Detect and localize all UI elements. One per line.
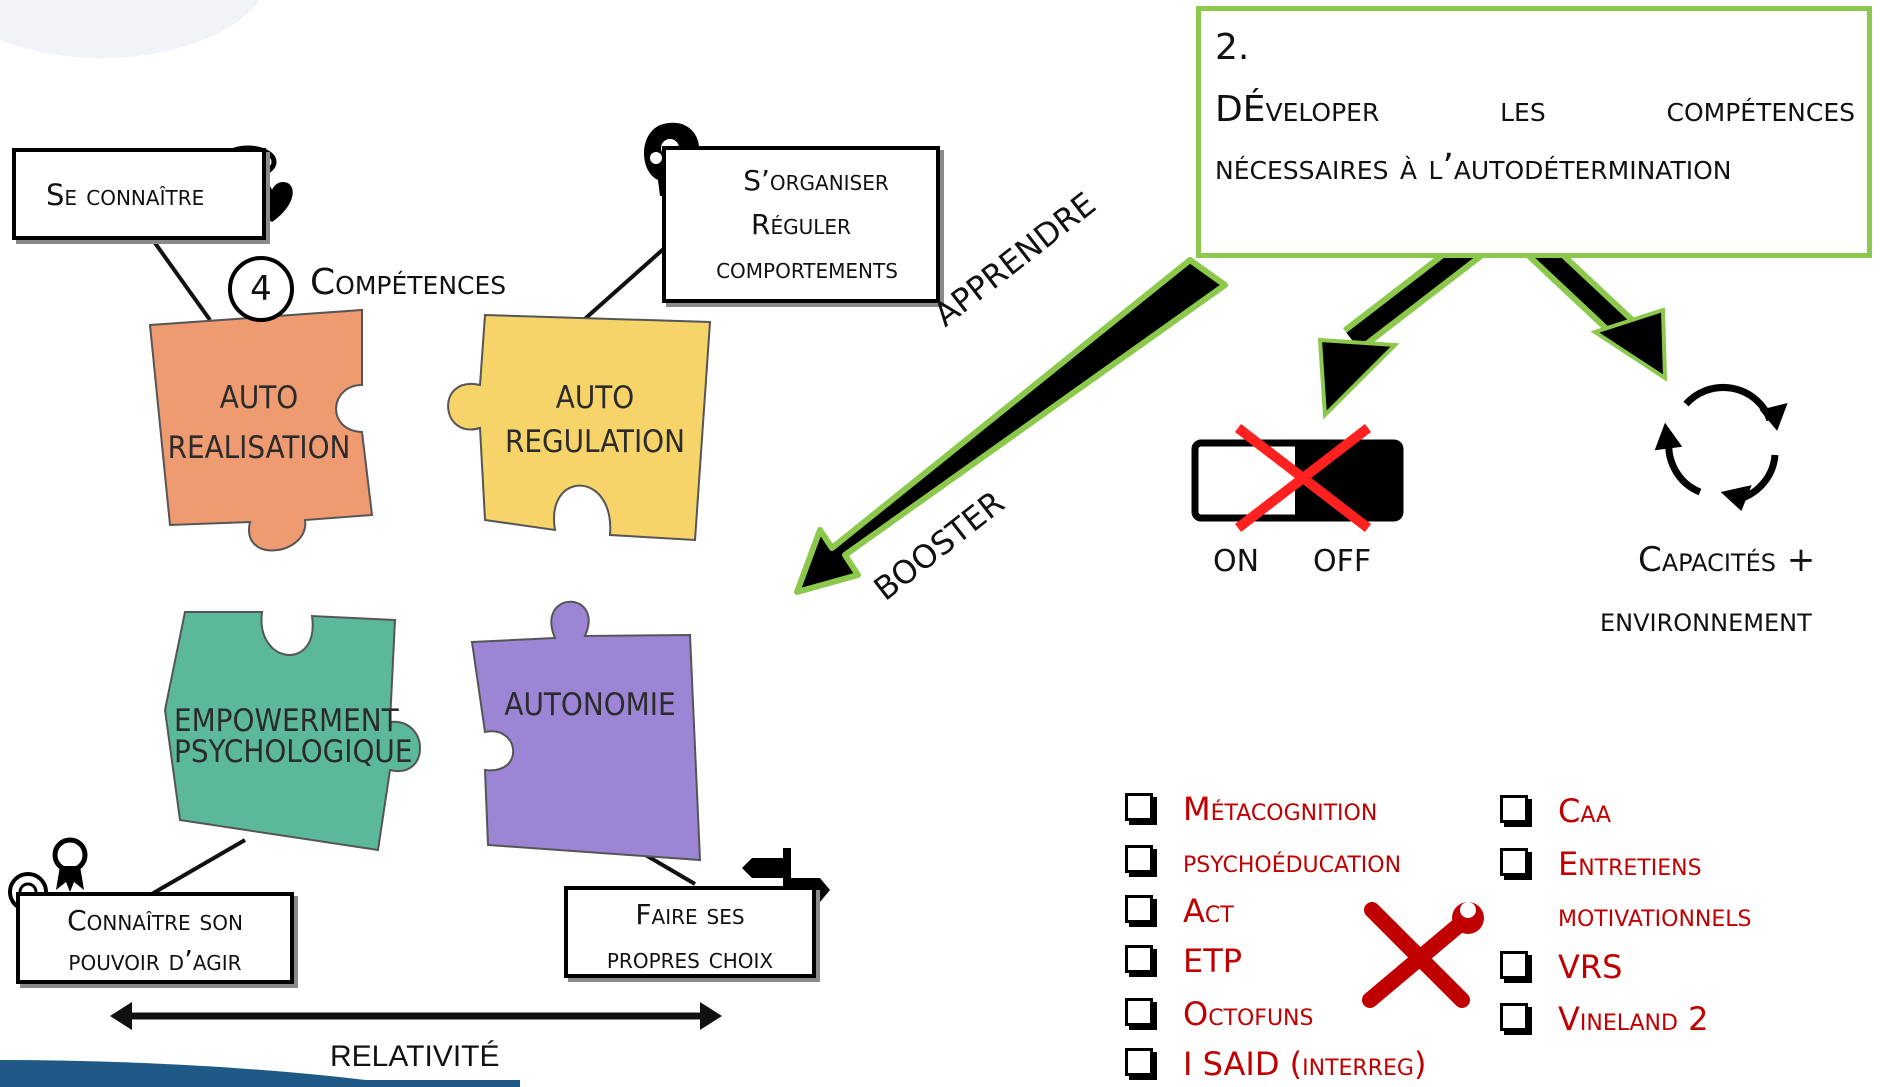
tools-icon <box>1362 902 1484 1008</box>
cycle-arrows-icon <box>1654 384 1788 512</box>
checkbox-icon <box>1125 845 1153 873</box>
checkbox-icon <box>1125 945 1153 973</box>
relativite-label: RELATIVITÉ <box>330 1040 500 1073</box>
autonomie-label: AUTONOMIE <box>504 687 676 723</box>
tool-label: VRS <box>1558 948 1623 986</box>
auto-regulation-label: AUTO REGULATION <box>495 378 695 463</box>
green-box-line1-word2: les <box>1500 89 1546 130</box>
auto-realisation-line2: REALISATION <box>167 430 351 467</box>
choix-line2: propres choix <box>606 942 774 975</box>
connaitre-line2: pouvoir d’agir <box>68 944 242 977</box>
faire-choix-box: Faire ses propres choix <box>564 886 816 978</box>
tool-label: Métacognition <box>1183 790 1378 828</box>
tool-label: Caa <box>1558 792 1612 830</box>
se-connaitre-label: Se connaître <box>46 178 205 212</box>
tool-item-caa: Caa <box>1500 792 1611 830</box>
checkbox-icon <box>1500 1003 1528 1031</box>
competences-number: 4 <box>250 269 272 309</box>
se-connaitre-box: Se connaître <box>12 148 266 240</box>
tool-item-psychoeducation: psychoéducation <box>1125 842 1401 880</box>
checkbox-icon <box>1500 951 1528 979</box>
switch-on-label: ON <box>1213 544 1260 579</box>
tool-label: motivationnels <box>1558 896 1752 934</box>
organiser-line1: S’organiser <box>743 164 889 197</box>
switch-off-label: OFF <box>1313 544 1372 579</box>
on-off-switch-icon <box>1191 424 1404 532</box>
checkbox-icon <box>1125 793 1153 821</box>
corner-decoration <box>0 0 260 59</box>
tool-item-vrs: VRS <box>1500 948 1622 986</box>
connaitre-pouvoir-box: Connaître son pouvoir d’agir <box>16 892 294 984</box>
competences-number-circle: 4 <box>228 256 294 322</box>
checkbox-icon <box>1125 895 1153 923</box>
organiser-box: S’organiser Réguler comportements <box>662 146 940 303</box>
auto-realisation-line1: AUTO <box>219 380 299 416</box>
puzzle-auto-regulation <box>447 313 712 542</box>
tool-label: Act <box>1183 892 1234 930</box>
tool-label: Entretiens <box>1558 845 1702 883</box>
empowerment-label: EMPOWERMENT PSYCHOLOGIQUE <box>174 703 413 770</box>
tool-label: Octofuns <box>1183 995 1314 1033</box>
auto-regulation-line2: REGULATION <box>505 424 685 461</box>
tool-label: Vineland 2 <box>1558 1000 1709 1038</box>
green-box-line1: DÉveloper les compétences <box>1215 89 1855 130</box>
green-box-line1-word1: DÉveloper <box>1215 89 1380 130</box>
empowerment-line2: PSYCHOLOGIQUE <box>174 734 413 770</box>
checkbox-icon <box>1125 1048 1153 1076</box>
puzzle-empowerment <box>163 611 421 852</box>
tool-item-isaid: I SAID (interreg) <box>1125 1045 1426 1083</box>
capacites-line2: environnement <box>1600 600 1812 640</box>
tool-item-metacognition: Métacognition <box>1125 790 1377 828</box>
checkbox-icon <box>1500 795 1528 823</box>
tool-item-octofuns: Octofuns <box>1125 995 1313 1033</box>
auto-realisation-label: AUTO REALISATION <box>160 378 358 469</box>
connaitre-line1: Connaître son <box>67 904 243 937</box>
green-box-line1-word3: compétences <box>1666 89 1855 130</box>
developper-competences-box: 2. DÉveloper les compétences nécessaires… <box>1196 6 1872 258</box>
relativite-double-arrow <box>110 1002 722 1030</box>
tool-item-entretiens: Entretiens <box>1500 845 1702 883</box>
puzzle-autonomie <box>470 600 702 862</box>
capacites-line1: Capacités + <box>1638 540 1816 580</box>
empowerment-line1: EMPOWERMENT <box>174 703 399 739</box>
tool-item-motivationnels: motivationnels <box>1558 896 1752 934</box>
tool-item-vineland: Vineland 2 <box>1500 1000 1708 1038</box>
green-box-number: 2. <box>1215 27 1250 68</box>
green-box-line2: nécessaires à l’autodétermination <box>1215 147 1732 188</box>
tool-item-etp: ETP <box>1125 942 1242 980</box>
connector-line-se-connaitre <box>148 234 212 322</box>
competences-label: Compétences <box>310 262 507 303</box>
apprendre-booster-arrow <box>794 257 1228 595</box>
tool-item-act: Act <box>1125 892 1234 930</box>
choix-line1: Faire ses <box>635 898 745 931</box>
organiser-line2: Réguler <box>751 208 851 241</box>
auto-regulation-line1: AUTO <box>555 380 635 416</box>
footer-band-bottom <box>0 1080 520 1087</box>
organiser-line3: comportements <box>716 252 898 285</box>
checkbox-icon <box>1125 998 1153 1026</box>
puzzle-auto-realisation <box>148 308 374 552</box>
connector-line-connaitre <box>148 838 247 897</box>
checkbox-icon <box>1500 848 1528 876</box>
connector-line-organiser <box>576 243 670 327</box>
tool-label: psychoéducation <box>1183 842 1402 880</box>
tool-label: I SAID (interreg) <box>1183 1045 1427 1083</box>
tool-label: ETP <box>1183 942 1243 980</box>
